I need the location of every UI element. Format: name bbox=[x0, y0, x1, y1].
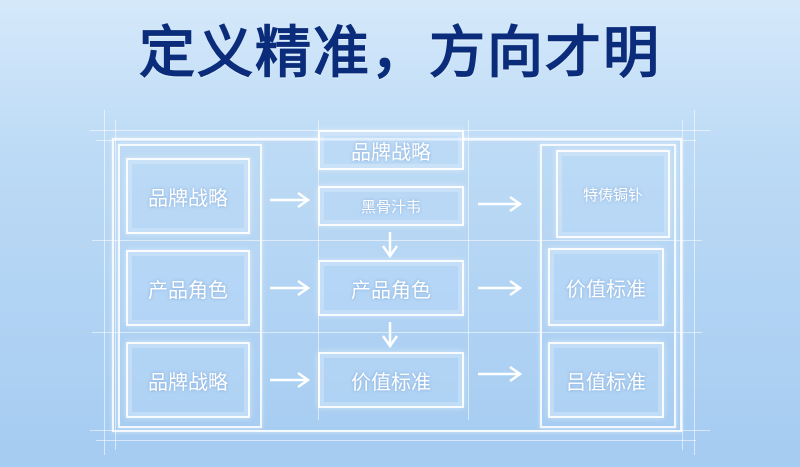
arrow-down-2 bbox=[381, 322, 399, 348]
right-column-frame bbox=[540, 144, 676, 428]
guide-line-left-2 bbox=[115, 120, 116, 450]
middle-box-2: 产品角色 bbox=[318, 260, 464, 316]
arrow-middle-to-right-2 bbox=[478, 279, 523, 297]
right-box-1: 特俦锔钋 bbox=[556, 150, 670, 238]
guide-line-center-v2 bbox=[468, 120, 469, 420]
guide-line-top-2 bbox=[96, 140, 696, 141]
guide-line-right-2 bbox=[682, 120, 683, 450]
arrow-left-to-middle-3 bbox=[270, 371, 311, 389]
middle-box-3: 价值标准 bbox=[318, 352, 464, 408]
guide-line-mid-1 bbox=[92, 240, 702, 241]
right-box-2: 价值标准 bbox=[548, 248, 664, 326]
left-column-frame bbox=[118, 144, 262, 428]
right-box-3: 吕值标准 bbox=[548, 342, 664, 418]
middle-box-1: 黑骨汁韦 bbox=[318, 186, 464, 226]
arrow-left-to-middle-1 bbox=[270, 191, 311, 209]
outer-frame bbox=[112, 138, 682, 432]
left-box-1: 品牌战略 bbox=[126, 158, 250, 234]
top-center-box: 品牌战略 bbox=[318, 130, 464, 170]
guide-line-left bbox=[104, 110, 105, 455]
guide-line-right bbox=[694, 110, 695, 455]
left-box-3: 品牌战略 bbox=[126, 342, 250, 418]
guide-line-bottom-2 bbox=[96, 440, 696, 441]
arrow-down-1 bbox=[381, 232, 399, 258]
arrow-middle-to-right-3 bbox=[478, 365, 523, 383]
guide-line-mid-2 bbox=[92, 332, 702, 333]
arrow-left-to-middle-2 bbox=[270, 279, 311, 297]
page-title: 定义精准，方向才明 bbox=[139, 21, 661, 86]
left-box-2: 产品角色 bbox=[126, 250, 250, 326]
arrow-middle-to-right-1 bbox=[478, 195, 523, 213]
